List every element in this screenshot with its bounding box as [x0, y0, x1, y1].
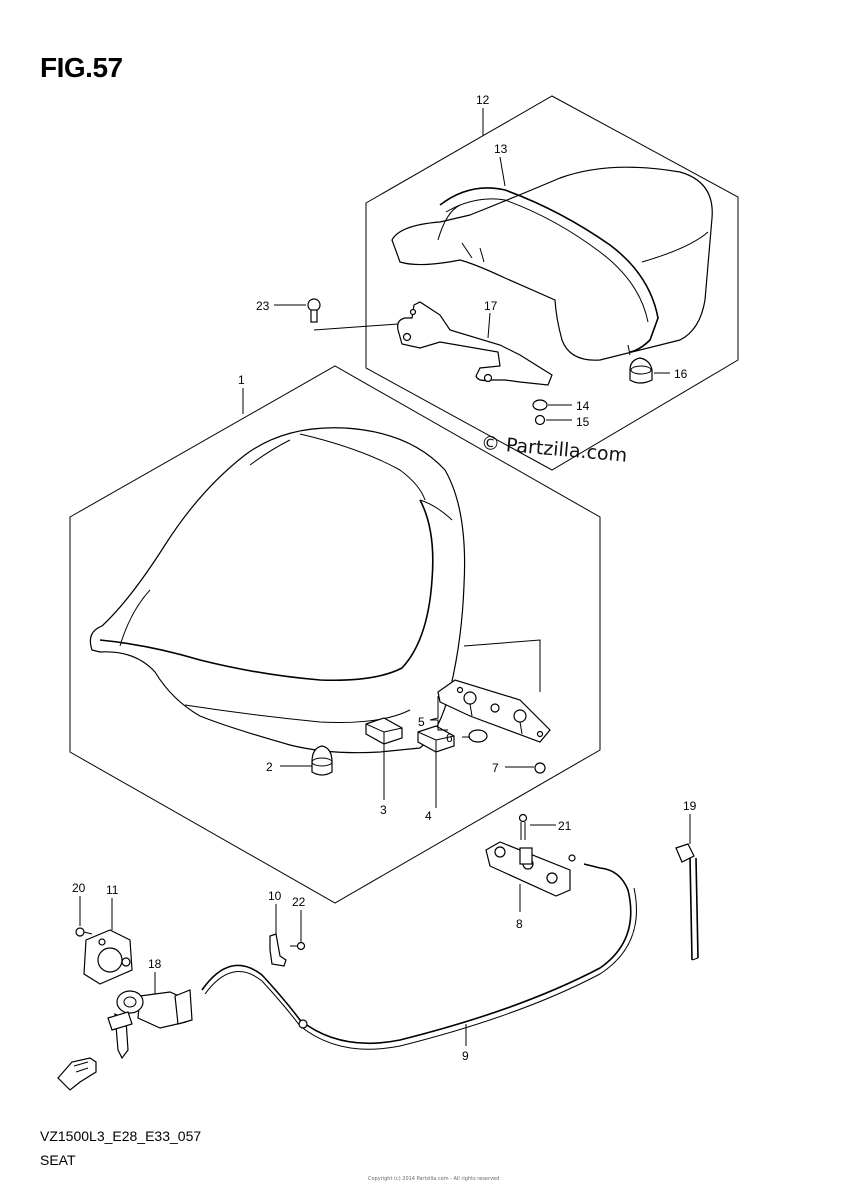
seat-latch: [485, 841, 571, 897]
callout-7: 7: [492, 761, 499, 775]
callout-20: 20: [72, 881, 86, 895]
cushion-16: [629, 357, 653, 384]
spacer-6: [468, 729, 488, 743]
callout-11: 11: [106, 883, 119, 897]
seat-lock-cable: [201, 854, 637, 1050]
callout-12: 12: [476, 93, 490, 107]
cushion-block-3: [365, 717, 403, 745]
bolt-23: [307, 298, 321, 323]
leader-lines: [79, 108, 691, 1046]
callout-4: 4: [425, 809, 432, 823]
lock-bracket: [83, 929, 133, 985]
front-seat-pad: [89, 427, 466, 754]
screw-21: [518, 813, 528, 840]
callout-15: 15: [576, 415, 590, 429]
bracket-10: [269, 933, 287, 967]
seat-lock: [107, 989, 193, 1060]
callout-9: 9: [462, 1049, 469, 1063]
rear-seat-assembly-outline: [365, 95, 739, 471]
cushion-2: [311, 745, 333, 776]
callout-21: 21: [558, 819, 572, 833]
washer-14: [532, 399, 548, 411]
front-seat-bracket: [437, 679, 551, 743]
callout-18: 18: [148, 957, 162, 971]
callout-6: 6: [446, 731, 453, 745]
rear-seat-pad: [391, 166, 713, 361]
cable-tie: [675, 843, 699, 961]
fine-print: Copyright (c) 2014 Partzilla.com - All r…: [368, 1176, 500, 1182]
callout-1: 1: [238, 373, 245, 387]
figure-name: SEAT: [40, 1152, 76, 1168]
callout-3: 3: [380, 803, 387, 817]
fwd-arrow-icon: [57, 1057, 97, 1091]
figure-title: FIG.57: [40, 52, 123, 83]
front-seat-assembly-outline: [69, 365, 601, 904]
callout-labels: 1 2 3 4 5 6 7 8 9 10 11 12 13 14 15 16 1…: [72, 93, 697, 1063]
bolt-22: [290, 941, 306, 951]
callout-10: 10: [268, 889, 282, 903]
figure-code: VZ1500L3_E28_E33_057: [40, 1128, 202, 1144]
callout-13: 13: [494, 142, 508, 156]
callout-14: 14: [576, 399, 590, 413]
callout-2: 2: [266, 760, 273, 774]
callout-19: 19: [683, 799, 697, 813]
callout-8: 8: [516, 917, 523, 931]
callout-5: 5: [418, 715, 425, 729]
callout-23: 23: [256, 299, 270, 313]
callout-16: 16: [674, 367, 688, 381]
nut-7: [534, 762, 546, 774]
nut-15: [534, 414, 546, 426]
callout-17: 17: [484, 299, 498, 313]
callout-22: 22: [292, 895, 306, 909]
rear-seat-bracket: [397, 301, 553, 386]
cushion-block-4: [417, 725, 455, 753]
bolt-20: [75, 927, 93, 937]
